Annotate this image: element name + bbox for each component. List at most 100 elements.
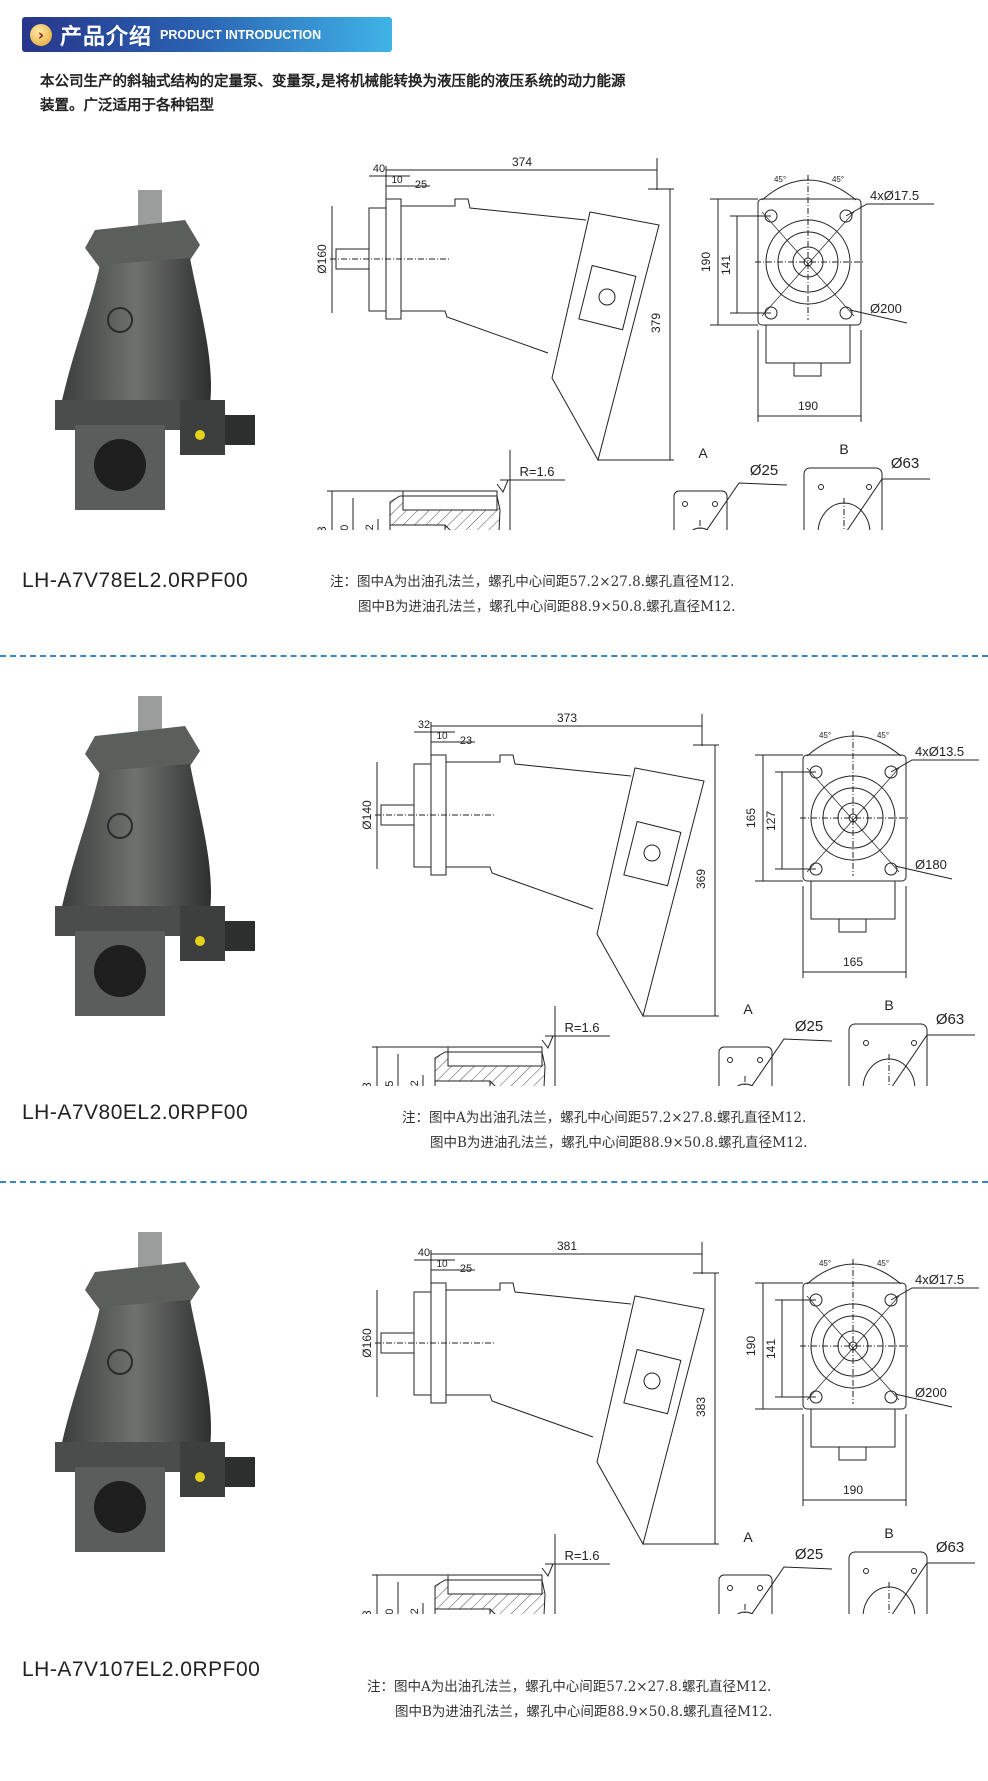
product-photo [40, 696, 300, 1026]
dim-bolts: 4xØ13.5 [915, 744, 964, 759]
dim-rough: R=1.6 [564, 1020, 599, 1035]
dim-angle1: 45° [774, 175, 786, 184]
dim-height: 379 [649, 313, 663, 333]
dim-a_label: A [743, 1529, 753, 1545]
dim-height: 383 [694, 1397, 708, 1417]
dim-pcd: Ø180 [915, 857, 947, 872]
dim-det_dia: Ø40 [339, 525, 351, 530]
pump-flange [85, 220, 200, 268]
note-line-2: 图中B为进油孔法兰，螺孔中心间距88.9×50.8.螺孔直径M12. [358, 599, 736, 615]
solenoid-indicator [195, 936, 205, 946]
dim-length: 374 [512, 155, 532, 169]
product-photo [40, 190, 300, 520]
dim-thread: M12 [364, 524, 376, 530]
dim-b_label: B [884, 1525, 893, 1541]
side-view [330, 158, 674, 462]
front-view [755, 1259, 979, 1506]
note-line-2: 图中B为进油孔法兰，螺孔中心间距88.9×50.8.螺孔直径M12. [395, 1704, 773, 1720]
dim-det_dia: Ø35 [384, 1081, 396, 1086]
dim-b_label: B [884, 997, 893, 1013]
note-line-2: 图中B为进油孔法兰，螺孔中心间距88.9×50.8.螺孔直径M12. [430, 1135, 808, 1151]
dim-pcd: Ø200 [915, 1385, 947, 1400]
model-number: LH-A7V107EL2.0RPF00 [22, 1658, 261, 1681]
solenoid-indicator [195, 430, 205, 440]
dim-a_dia: Ø25 [795, 1018, 823, 1035]
note-line-1: 图中A为出油孔法兰，螺孔中心间距57.2×27.8.螺孔直径M12. [357, 574, 735, 590]
dim-a_dia: Ø25 [750, 462, 778, 479]
dim-flange_dia: Ø160 [315, 244, 329, 274]
dim-d1: 40 [418, 1247, 430, 1259]
dim-width: 190 [798, 399, 818, 413]
dim-sq_outer: 165 [744, 808, 758, 828]
dim-bolts: 4xØ17.5 [870, 188, 919, 203]
pump-port [94, 439, 146, 491]
side-view [375, 1242, 719, 1546]
note-prefix: 注： [402, 1110, 429, 1126]
logo-emblem [107, 307, 133, 333]
dim-d1: 32 [418, 719, 430, 731]
note-line-1: 图中A为出油孔法兰，螺孔中心间距57.2×27.8.螺孔直径M12. [429, 1110, 807, 1126]
dim-thread: M12 [409, 1080, 421, 1086]
note-prefix: 注： [330, 574, 357, 590]
solenoid-indicator [195, 1472, 205, 1482]
dim-det_h: 43 [315, 526, 329, 530]
intro-line-1: 本公司生产的斜轴式结构的定量泵、变量泵,是将机械能转换为液压能的液压系统的动力能… [40, 74, 626, 90]
solenoid [225, 415, 255, 445]
dim-d2: 10 [391, 175, 403, 186]
shaft-detail [372, 1534, 610, 1714]
side-view [375, 714, 719, 1018]
dim-angle1: 45° [819, 1259, 831, 1268]
dim-d1: 40 [373, 163, 385, 175]
dim-d3: 25 [415, 179, 427, 191]
dim-b_dia: Ø63 [936, 1539, 964, 1556]
dim-d3: 25 [460, 1263, 472, 1275]
control-valve [180, 906, 225, 961]
dim-thread: M12 [409, 1608, 421, 1614]
control-valve [180, 400, 225, 455]
pump-body [60, 764, 211, 916]
section-separator [0, 655, 988, 657]
section-header: › 产品介绍 PRODUCT INTRODUCTION [22, 17, 392, 52]
note-prefix: 注： [367, 1679, 394, 1695]
header-title-en: PRODUCT INTRODUCTION [160, 27, 322, 42]
dim-sq_inner: 141 [764, 1339, 778, 1359]
chevron-right-icon: › [30, 23, 52, 46]
pump-body [60, 1300, 211, 1452]
solenoid [225, 921, 255, 951]
dim-pcd: Ø200 [870, 301, 902, 316]
dim-width: 165 [843, 955, 863, 969]
dim-angle2: 45° [877, 1259, 889, 1268]
front-view [710, 175, 934, 422]
dim-a_label: A [743, 1001, 753, 1017]
pump-flange [85, 726, 200, 774]
flange-b [845, 1551, 975, 1683]
note-line-1: 图中A为出油孔法兰，螺孔中心间距57.2×27.8.螺孔直径M12. [394, 1679, 772, 1695]
section-separator [0, 1181, 988, 1183]
control-valve [180, 1442, 225, 1497]
dim-flange_dia: Ø140 [360, 800, 374, 830]
dim-angle2: 45° [832, 175, 844, 184]
dim-det_h: 43 [360, 1610, 374, 1614]
pump-flange [85, 1262, 200, 1310]
flange-a [668, 482, 788, 593]
logo-emblem [107, 813, 133, 839]
dim-det_dia: Ø40 [384, 1609, 396, 1614]
dim-rough: R=1.6 [564, 1548, 599, 1563]
shaft-detail [372, 1006, 610, 1186]
dim-a_dia: Ø25 [795, 1546, 823, 1563]
intro-line-2: 装置。广泛适用于各种铝型 [40, 98, 214, 114]
dim-d2: 10 [436, 731, 448, 742]
flange-b [845, 1023, 975, 1155]
dim-angle2: 45° [877, 731, 889, 740]
dim-sq_outer: 190 [699, 252, 713, 272]
dim-rough: R=1.6 [519, 464, 554, 479]
dim-d3: 23 [460, 735, 472, 747]
pump-port [94, 1481, 146, 1533]
note: 注：图中A为出油孔法兰，螺孔中心间距57.2×27.8.螺孔直径M12. 图中B… [330, 570, 735, 620]
header-title-zh: 产品介绍 [60, 24, 153, 50]
logo-emblem [107, 1349, 133, 1375]
pump-port [94, 945, 146, 997]
front-view [755, 731, 979, 978]
